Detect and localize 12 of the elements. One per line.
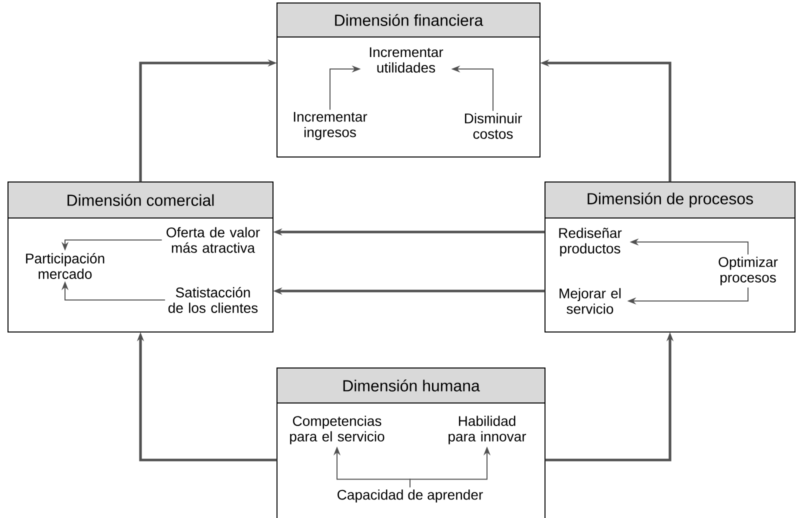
objective-text: Satistacción de los clientes [168,287,258,313]
objective-text: Participación mercado [26,253,104,279]
objective-text: Competencias para el servicio [290,416,384,444]
objective-text: Habilidad para innovar [448,416,526,444]
objective-text: Disminuir costos [464,113,522,139]
objective-text: Incrementar utilidades [370,47,444,73]
objective-text: Rediseñar productos [559,228,622,256]
objective-text: Optimizar procesos [718,256,778,286]
objective-text: Mejorar el servicio [560,288,621,314]
objective-text: Capacidad de aprender [338,489,483,502]
objective-text: Oferta de valor más atractiva [166,227,260,253]
objective-text: Incrementar ingresos [294,112,368,140]
